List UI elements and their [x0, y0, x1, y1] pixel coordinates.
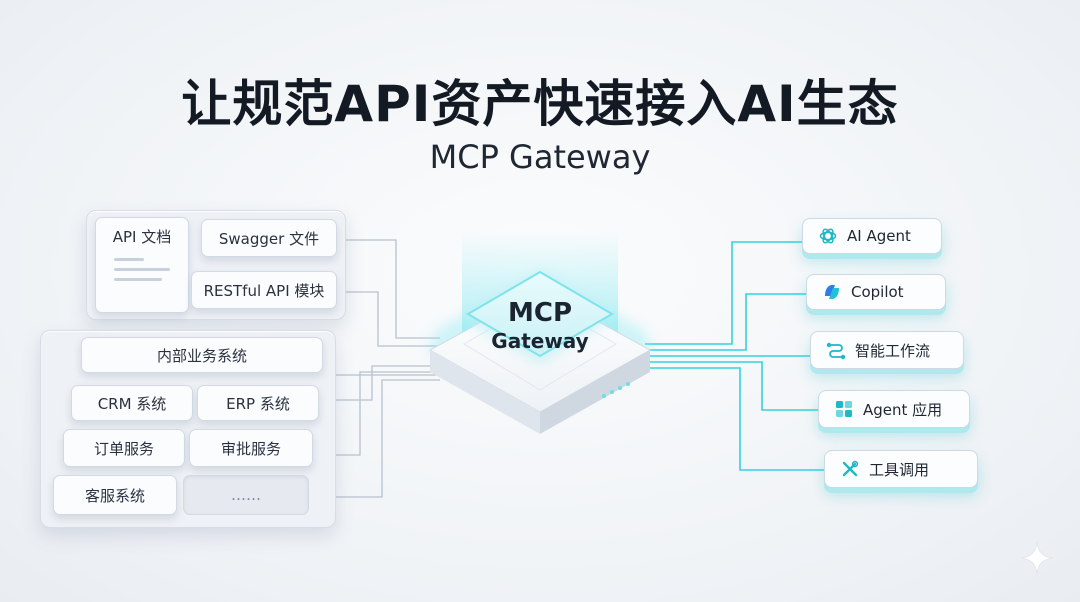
internal-systems-panel: 内部业务系统 CRM 系统 ERP 系统 订单服务 审批服务 客服系统 ……: [40, 330, 336, 528]
connector-ai-agent: [645, 241, 802, 345]
more-systems-placeholder: ……: [183, 475, 309, 515]
connector-systems-d: [334, 379, 440, 498]
target-label: Agent 应用: [863, 400, 943, 419]
connector-agent-app: [645, 361, 818, 411]
target-connectors: [645, 241, 824, 471]
order-service-chip[interactable]: 订单服务: [63, 429, 185, 467]
connector-copilot: [645, 293, 806, 351]
app-grid-icon: [833, 398, 855, 420]
gateway-device: [428, 270, 652, 434]
connector-systems-c: [334, 371, 440, 456]
tools-icon: [839, 458, 861, 480]
page-subtitle: MCP Gateway: [429, 138, 651, 176]
doc-line: [114, 268, 170, 271]
target-agent-app[interactable]: Agent 应用: [818, 390, 970, 428]
connector-tools: [645, 367, 824, 471]
connector-swagger: [338, 239, 440, 339]
page-title: 让规范API资产快速接入AI生态: [181, 75, 899, 133]
connector-restful: [338, 291, 440, 347]
crm-system-chip[interactable]: CRM 系统: [71, 385, 193, 421]
api-doc-label: API 文档: [112, 228, 172, 246]
connector-systems-b: [334, 365, 440, 401]
doc-line: [114, 258, 144, 261]
restful-api-chip[interactable]: RESTful API 模块: [191, 271, 337, 309]
workflow-icon: [825, 339, 847, 361]
api-doc-card[interactable]: API 文档: [95, 217, 189, 313]
swagger-file-chip[interactable]: Swagger 文件: [201, 219, 337, 257]
api-assets-panel: API 文档 Swagger 文件 RESTful API 模块: [86, 210, 346, 320]
target-label: 智能工作流: [855, 341, 931, 360]
internal-systems-header[interactable]: 内部业务系统: [81, 337, 323, 373]
support-system-chip[interactable]: 客服系统: [53, 475, 177, 515]
target-copilot[interactable]: Copilot: [806, 274, 946, 310]
gateway-label-mcp: MCP: [507, 298, 572, 328]
target-workflow[interactable]: 智能工作流: [810, 331, 964, 369]
target-label: Copilot: [851, 283, 904, 301]
erp-system-chip[interactable]: ERP 系统: [197, 385, 319, 421]
copilot-icon: [821, 281, 843, 303]
target-ai-agent[interactable]: AI Agent: [802, 218, 942, 254]
approval-service-chip[interactable]: 审批服务: [189, 429, 313, 467]
source-connectors: [334, 239, 440, 498]
target-tools[interactable]: 工具调用: [824, 450, 978, 488]
gateway-label-gateway: Gateway: [491, 329, 589, 353]
target-label: 工具调用: [869, 460, 930, 479]
target-label: AI Agent: [847, 227, 911, 245]
openai-knot-icon: [817, 225, 839, 247]
doc-line: [114, 278, 162, 281]
sparkle-icon: [1020, 541, 1054, 575]
